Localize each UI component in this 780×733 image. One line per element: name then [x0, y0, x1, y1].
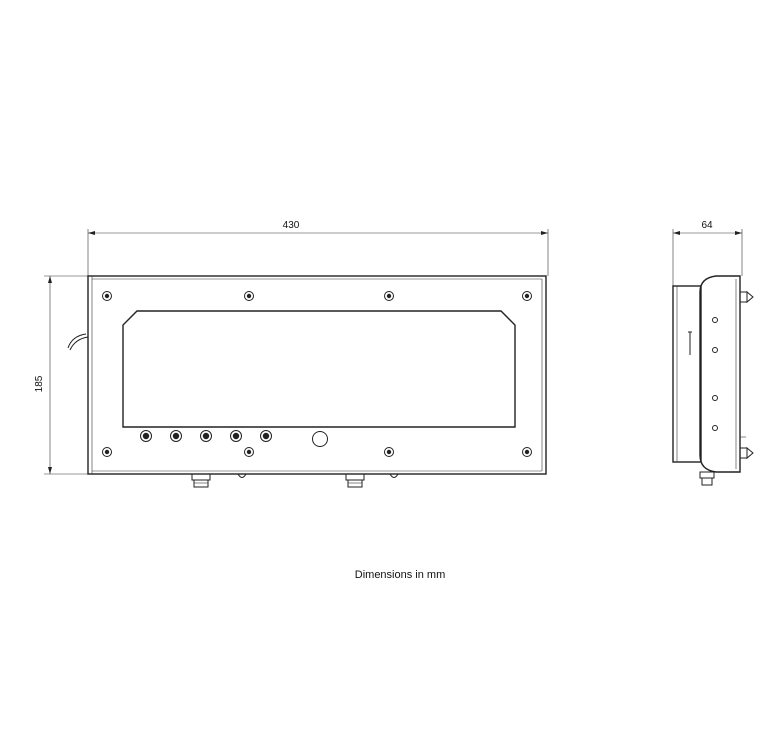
caption: Dimensions in mm — [355, 569, 445, 581]
mounting-screw — [244, 291, 254, 301]
cable-gland — [345, 473, 365, 488]
side-cable-gland — [699, 471, 715, 486]
mounting-screw — [384, 291, 394, 301]
height-dimension-label: 185 — [34, 375, 45, 392]
width-dimension-label: 430 — [283, 220, 300, 231]
indicator-button — [200, 430, 212, 442]
status-lamp — [312, 431, 328, 447]
mounting-screw — [522, 447, 532, 457]
front-housing-outline — [87, 275, 547, 475]
side-screw — [712, 347, 718, 353]
side-back-bracket — [672, 285, 702, 463]
indicator-button — [170, 430, 182, 442]
side-bolt — [739, 446, 754, 460]
display-window — [122, 310, 516, 428]
mounting-screw — [102, 447, 112, 457]
side-bolt — [739, 290, 754, 304]
mounting-screw — [384, 447, 394, 457]
mounting-screw — [522, 291, 532, 301]
height-dimension: 185 — [34, 275, 90, 475]
mounting-screw — [244, 447, 254, 457]
mounting-screw — [102, 291, 112, 301]
width-dimension: 430 — [87, 220, 549, 276]
side-screw — [712, 425, 718, 431]
front-view: 430 185 — [34, 220, 549, 488]
indicator-button — [230, 430, 242, 442]
depth-dimension-label: 64 — [701, 220, 713, 231]
vent-plug — [389, 473, 399, 478]
depth-dimension: 64 — [672, 220, 743, 286]
cable-hook — [67, 333, 87, 349]
side-latch — [688, 331, 692, 355]
indicator-button — [140, 430, 152, 442]
side-front-cover — [699, 275, 741, 473]
vent-plug — [237, 473, 247, 478]
side-screw — [712, 317, 718, 323]
indicator-button — [260, 430, 272, 442]
side-screw — [712, 395, 718, 401]
side-view: 64 — [672, 220, 754, 486]
cable-gland — [191, 473, 211, 488]
